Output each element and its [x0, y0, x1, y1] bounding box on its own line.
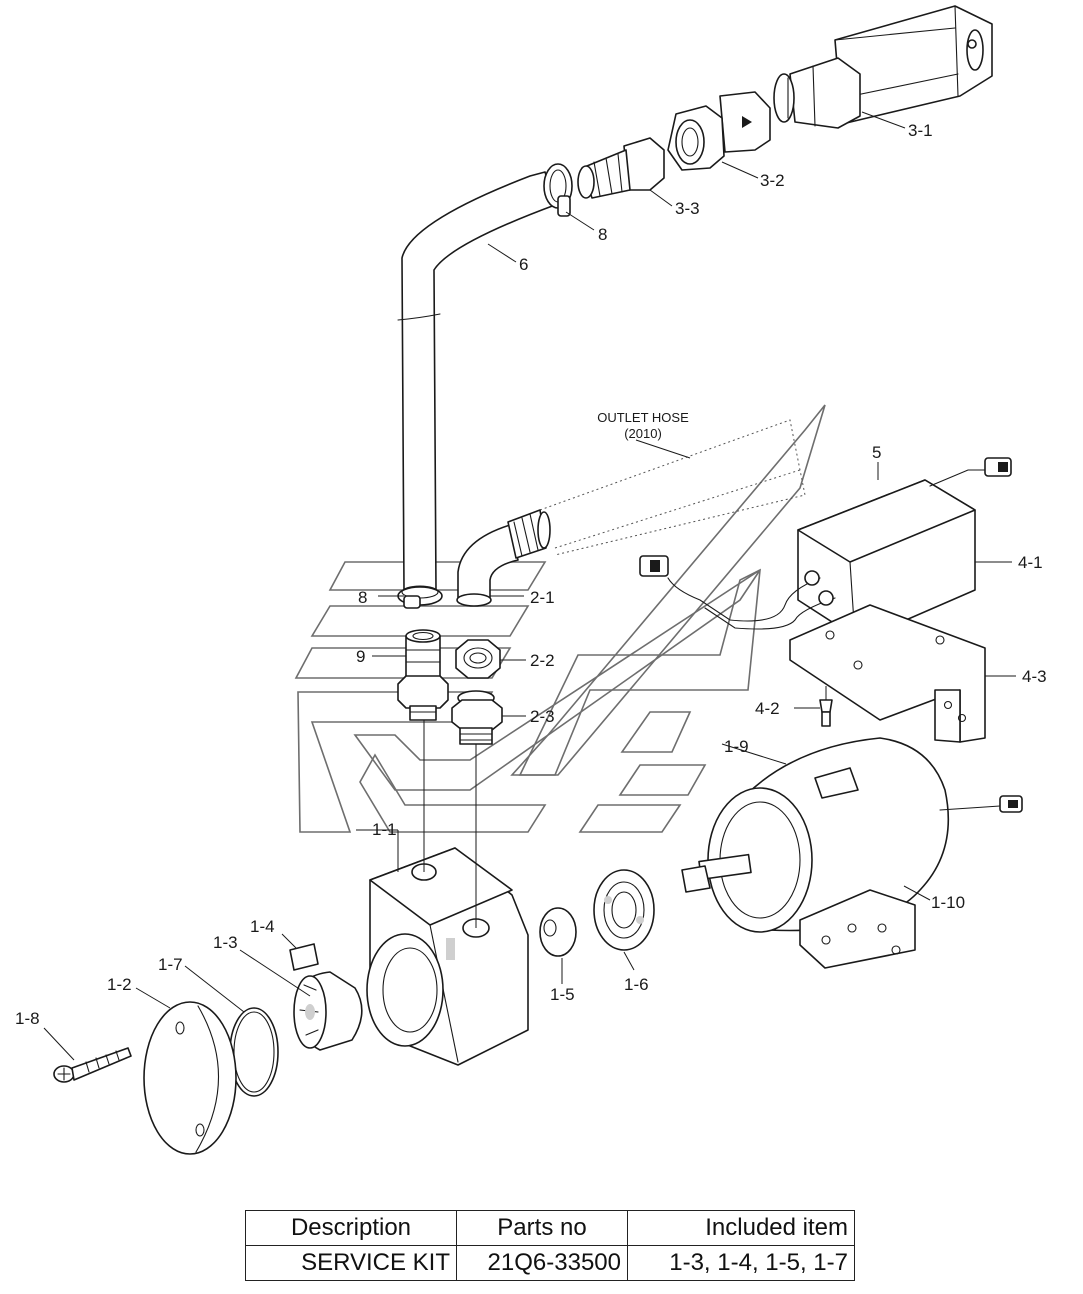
- callout-3-2: 3-2: [760, 171, 785, 190]
- callout-6: 6: [519, 255, 528, 274]
- callout-2-3: 2-3: [530, 707, 555, 726]
- table-row: SERVICE KIT 21Q6-33500 1-3, 1-4, 1-5, 1-…: [245, 1245, 855, 1281]
- callout-5: 5: [872, 443, 881, 462]
- cell-description: SERVICE KIT: [245, 1245, 457, 1281]
- leader-lines: [43, 111, 1016, 1061]
- header-description: Description: [245, 1210, 457, 1246]
- callout-3-1: 3-1: [908, 121, 933, 140]
- callout-outlet-hose-year: (2010): [624, 426, 662, 441]
- impeller-vane: [289, 943, 319, 971]
- table-header-row: Description Parts no Included item: [245, 1210, 855, 1246]
- mounting-bracket: [789, 604, 986, 743]
- threaded-nipple: [451, 690, 503, 745]
- watermark-logo: [294, 404, 826, 833]
- outlet-hose-2010-ghost: [539, 419, 806, 556]
- bearing: [593, 869, 655, 951]
- relief-valve-body: [773, 5, 993, 129]
- callout-1-7: 1-7: [158, 955, 183, 974]
- callout-3-3: 3-3: [675, 199, 700, 218]
- callout-2-1: 2-1: [530, 588, 555, 607]
- callout-4-3: 4-3: [1022, 667, 1047, 686]
- callout-1-9: 1-9: [724, 737, 749, 756]
- callout-1-3: 1-3: [213, 933, 238, 952]
- straight-fitting: [397, 629, 449, 721]
- spacer-ring: [539, 907, 577, 957]
- hose-clamp-top: [543, 163, 573, 217]
- callout-8-top: 8: [598, 225, 607, 244]
- callout-1-8: 1-8: [15, 1009, 40, 1028]
- exploded-view-diagram: 3-1 3-2 3-3 8 6 OUTLET HOSE (2010) 5 4-1…: [15, 5, 1047, 1155]
- callout-1-10: 1-10: [931, 893, 965, 912]
- callout-4-1: 4-1: [1018, 553, 1043, 572]
- cover-plate: [143, 1001, 237, 1155]
- service-kit-table: Description Parts no Included item SERVI…: [245, 1210, 855, 1281]
- header-parts-no: Parts no: [456, 1210, 628, 1246]
- hose-clamp-middle: [397, 585, 443, 609]
- callout-1-5: 1-5: [550, 985, 575, 1004]
- callout-outlet-hose: OUTLET HOSE: [597, 410, 689, 425]
- controller-wiring: [639, 555, 836, 630]
- callout-4-2: 4-2: [755, 699, 780, 718]
- pump-motor: [681, 737, 1023, 969]
- header-included-item: Included item: [627, 1210, 855, 1246]
- cell-included-item: 1-3, 1-4, 1-5, 1-7: [627, 1245, 855, 1281]
- callout-9: 9: [356, 647, 365, 666]
- callout-labels: 3-1 3-2 3-3 8 6 OUTLET HOSE (2010) 5 4-1…: [15, 121, 1047, 1028]
- callout-1-2: 1-2: [107, 975, 132, 994]
- cover-screw: [53, 1047, 132, 1083]
- hose-barb-fitting: [577, 137, 665, 199]
- callout-1-4: 1-4: [250, 917, 275, 936]
- elbow-fitting: [456, 509, 551, 607]
- callout-2-2: 2-2: [530, 651, 555, 670]
- cell-parts-no: 21Q6-33500: [456, 1245, 628, 1281]
- callout-1-1: 1-1: [372, 820, 397, 839]
- callout-1-6: 1-6: [624, 975, 649, 994]
- controller-box: [797, 457, 1012, 641]
- check-valve: [667, 91, 771, 171]
- bracket-screw: [819, 699, 833, 727]
- pump-housing: [366, 847, 529, 1066]
- hex-nut: [455, 639, 501, 679]
- impeller: [293, 971, 363, 1051]
- o-ring: [229, 1007, 279, 1097]
- callout-8-middle: 8: [358, 588, 367, 607]
